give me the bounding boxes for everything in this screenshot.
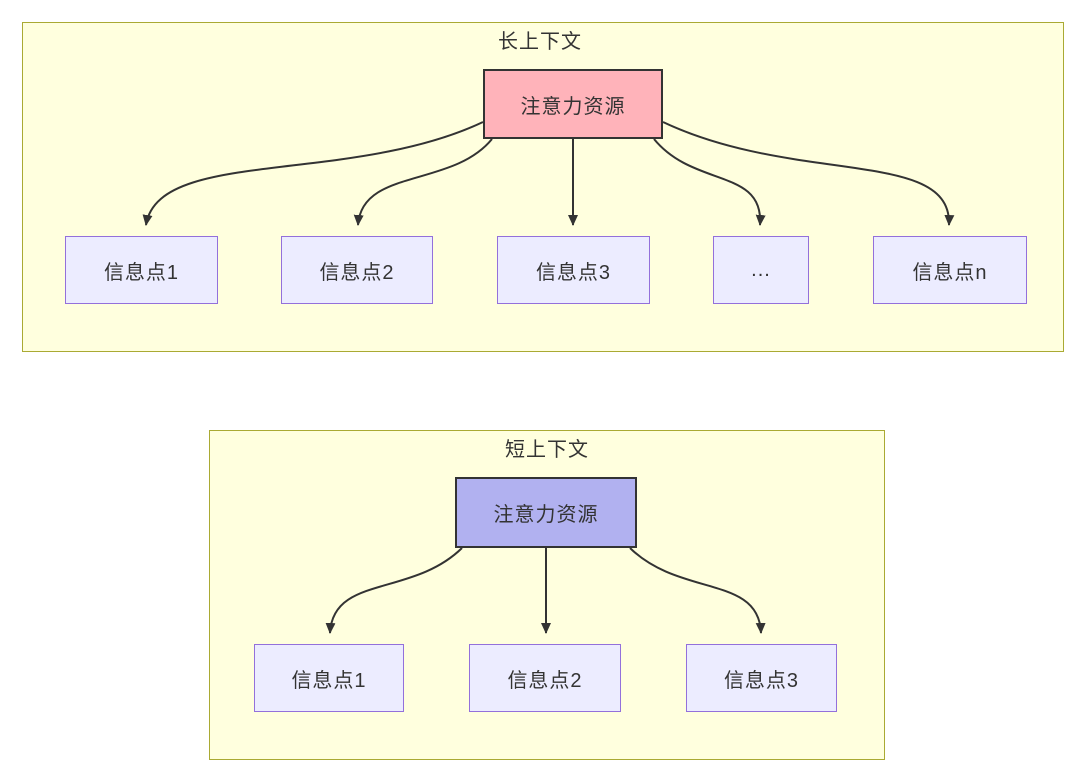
long-context-title: 长上下文 — [498, 31, 582, 53]
long-info-node-2: 信息点2 — [281, 236, 433, 304]
long-info-node-ellipsis: ... — [713, 236, 809, 304]
short-context-attention-node: 注意力资源 — [455, 477, 637, 548]
short-info-node-1: 信息点1 — [254, 644, 404, 712]
short-context-title: 短上下文 — [505, 439, 589, 461]
short-info-node-3: 信息点3 — [686, 644, 837, 712]
long-info-node-n: 信息点n — [873, 236, 1027, 304]
short-info-node-2: 信息点2 — [469, 644, 621, 712]
long-info-node-3: 信息点3 — [497, 236, 650, 304]
long-info-node-1: 信息点1 — [65, 236, 218, 304]
long-context-attention-node: 注意力资源 — [483, 69, 663, 139]
